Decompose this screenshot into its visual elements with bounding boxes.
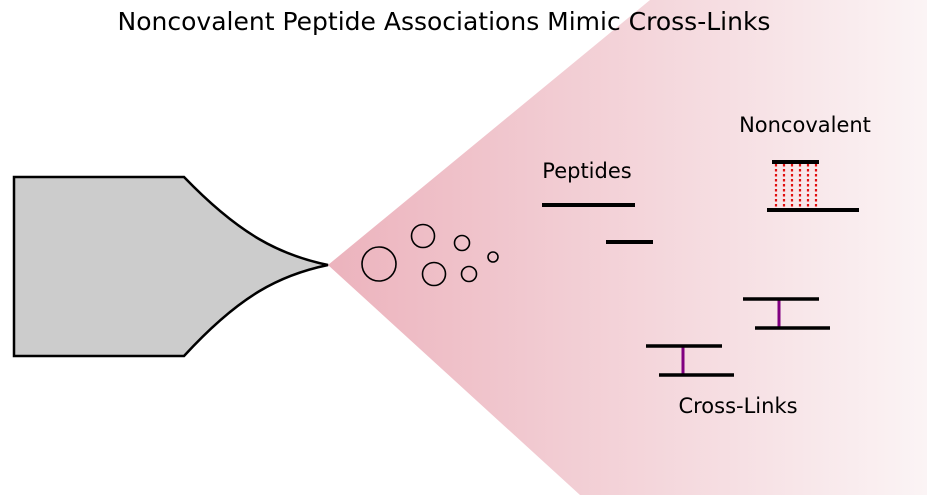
- droplet: [460, 265, 478, 283]
- droplet: [361, 246, 397, 282]
- label-peptides: Peptides: [542, 159, 631, 183]
- label-cross-links: Cross-Links: [678, 394, 797, 418]
- droplets: [361, 223, 499, 287]
- crosslink-pair: [743, 297, 830, 330]
- droplet: [453, 234, 471, 252]
- droplet: [487, 251, 499, 263]
- noncovalent-bonds: [774, 164, 818, 208]
- diagram-title: Noncovalent Peptide Associations Mimic C…: [118, 7, 771, 36]
- droplet: [421, 261, 447, 287]
- peptides-group: [542, 203, 653, 244]
- noncovalent-group: [767, 160, 859, 212]
- crosslink-pair: [646, 344, 734, 377]
- spray-plume: [328, 0, 927, 495]
- droplet: [410, 223, 436, 249]
- label-noncovalent: Noncovalent: [739, 113, 871, 137]
- emitter-tip: [12, 175, 329, 358]
